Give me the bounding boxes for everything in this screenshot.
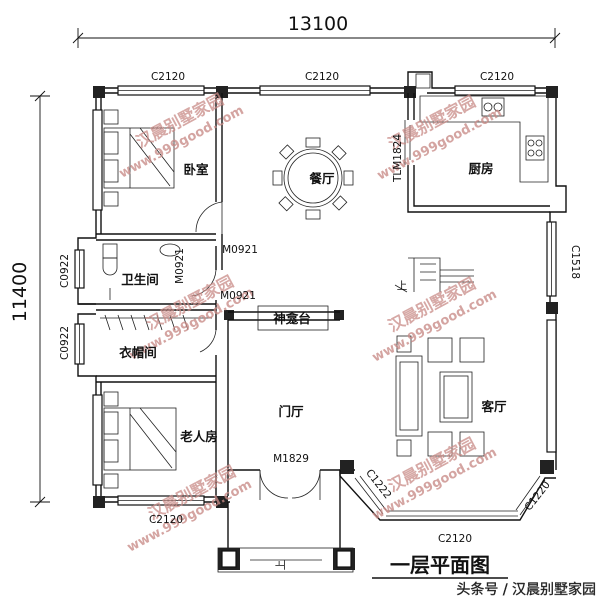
code-win-living-bottom: C2120 xyxy=(438,533,472,545)
columns xyxy=(93,86,558,508)
code-win-cloak-left: C0922 xyxy=(59,326,71,360)
room-bedroom: 卧室 xyxy=(183,162,209,177)
porch-step-label: 上 xyxy=(275,560,287,571)
room-hall: 门厅 xyxy=(278,404,304,419)
room-kitchen: 厨房 xyxy=(468,161,493,176)
stair-up-label: 上 xyxy=(397,280,408,292)
bedroom-bed xyxy=(103,109,175,207)
bathroom-fixtures xyxy=(102,243,181,300)
room-cloakroom: 衣帽间 xyxy=(119,345,157,360)
code-win-bed-top: C2120 xyxy=(151,71,185,83)
cloak-rack xyxy=(100,314,212,331)
top-dimension-line xyxy=(72,28,561,48)
plan-title: 一层平面图 xyxy=(390,553,490,577)
code-win-bay-right: C1220 xyxy=(522,479,552,513)
staircase xyxy=(394,257,474,293)
windows xyxy=(74,85,557,517)
code-door-bath: M0921 xyxy=(174,248,186,284)
room-elder: 老人房 xyxy=(179,429,218,444)
left-dimension-line xyxy=(30,90,50,508)
depth-dimension: 11400 xyxy=(9,262,31,322)
room-bathroom: 卫生间 xyxy=(121,272,159,287)
code-win-kitchen-top: C2120 xyxy=(480,71,514,83)
interior-walls xyxy=(78,93,550,502)
entry-porch xyxy=(217,476,355,573)
room-living: 客厅 xyxy=(480,399,507,414)
code-win-dining-top: C2120 xyxy=(305,71,339,83)
elder-bed xyxy=(103,391,177,489)
kitchen-counter xyxy=(415,73,549,183)
room-shrine: 神龛台 xyxy=(273,311,311,326)
width-dimension: 13100 xyxy=(288,13,348,35)
code-win-living-right: C1518 xyxy=(569,245,581,279)
code-win-bath-left: C0922 xyxy=(59,254,71,288)
sofa-set xyxy=(395,335,485,457)
dining-table xyxy=(272,137,354,220)
footer-credit: 头条号 / 汉晨别墅家园 xyxy=(456,581,596,598)
code-win-elder-bottom: C2120 xyxy=(149,514,183,526)
code-door-kitchen: TLM1824 xyxy=(392,134,404,183)
code-door-main: M1829 xyxy=(273,453,309,465)
room-dining: 餐厅 xyxy=(308,171,335,186)
doors xyxy=(191,120,411,500)
code-door-bed: M0921 xyxy=(222,244,258,256)
code-door-elder: M0921 xyxy=(220,290,256,302)
room-labels: 卧室 餐厅 厨房 卫生间 神龛台 衣帽间 客厅 老人房 门厅 xyxy=(119,161,507,444)
shrine-table xyxy=(257,305,329,331)
